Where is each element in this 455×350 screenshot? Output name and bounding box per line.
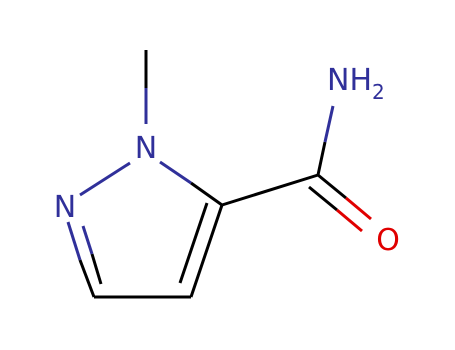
c5-carbonyl-bond [221,173,319,207]
n1-n2-bond [79,161,131,197]
c4-c5-double-bond [178,202,224,298]
o-atom-label: O [376,223,400,258]
n1-atom-label: N [135,131,157,166]
carbonyl-o-double-bond [308,173,372,233]
carbonyl-amide-n-bond [316,105,335,176]
n2-atom-label: N [54,190,76,225]
amide-n-atom-label: NH2 [327,63,385,104]
n2-c3-double-bond [66,221,103,298]
c5-n1-bond [159,160,223,207]
